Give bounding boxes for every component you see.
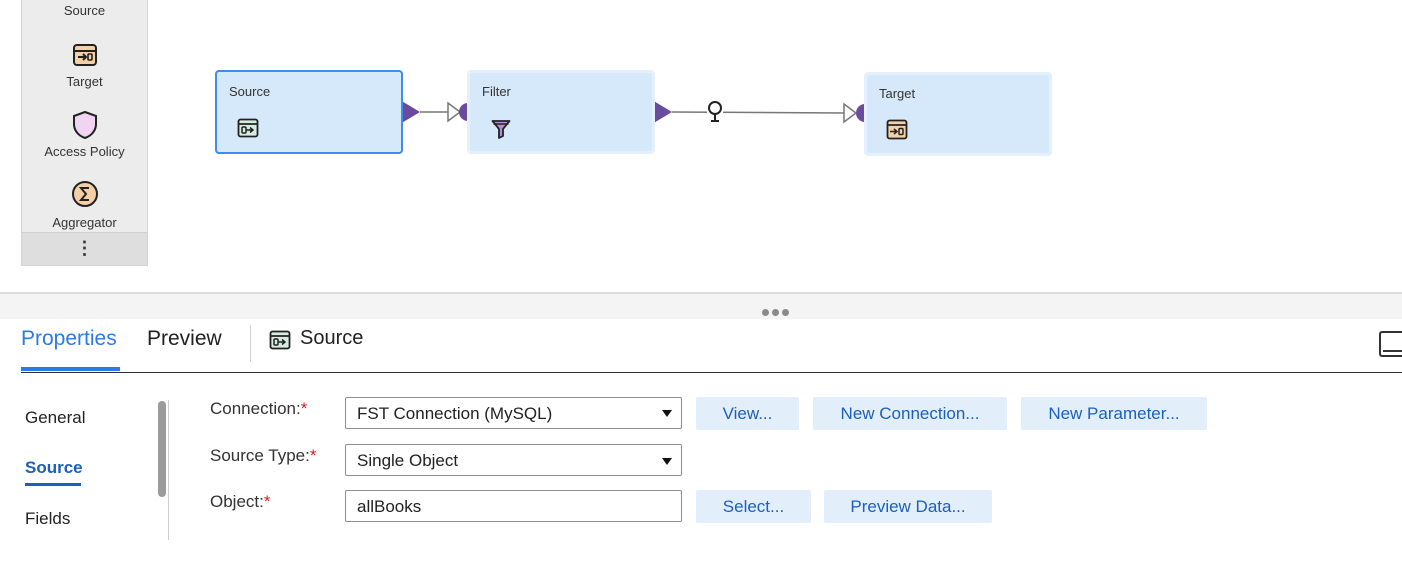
nav-item-source[interactable]: Source [25, 458, 83, 486]
tab-divider [250, 325, 251, 362]
view-button[interactable]: View... [696, 397, 799, 430]
properties-tab-bar: Properties Preview Source [21, 319, 1402, 373]
node-target[interactable]: Target [864, 72, 1052, 156]
source-type-value: Single Object [357, 451, 459, 470]
connection-select[interactable]: FST Connection (MySQL) [345, 397, 682, 429]
funnel-icon [491, 120, 511, 139]
lightbulb-icon[interactable] [707, 100, 723, 122]
panel-layout-icon[interactable] [1379, 331, 1402, 357]
sigma-icon [71, 181, 98, 207]
palette-item-access-policy[interactable]: Access Policy [22, 110, 147, 162]
preview-data-button[interactable]: Preview Data... [824, 490, 992, 523]
source-icon [237, 118, 259, 138]
object-field[interactable]: allBooks [345, 490, 682, 522]
node-source[interactable]: Source [215, 70, 403, 154]
palette-item-aggregator[interactable]: Aggregator [22, 180, 147, 232]
connection-label: Connection:* [210, 399, 308, 418]
side-nav-scrollbar[interactable] [158, 401, 166, 497]
panel-splitter[interactable] [0, 292, 1402, 319]
new-connection-button[interactable]: New Connection... [813, 397, 1007, 430]
node-title: Filter [482, 84, 511, 99]
tab-properties[interactable]: Properties [21, 327, 117, 350]
node-title: Source [229, 84, 271, 99]
select-button[interactable]: Select... [696, 490, 811, 523]
new-parameter-button[interactable]: New Parameter... [1021, 397, 1207, 430]
mapping-canvas[interactable]: Source Filter Target [150, 0, 1402, 292]
source-type-label: Source Type:* [210, 446, 317, 465]
palette-item-label: Target [66, 74, 103, 89]
object-value: allBooks [357, 497, 422, 516]
chevron-down-icon [662, 410, 672, 417]
source-type-select[interactable]: Single Object [345, 444, 682, 476]
input-port-arrow [447, 101, 462, 123]
palette-item-source[interactable]: Source [22, 3, 147, 18]
palette-item-label: Source [63, 3, 106, 18]
palette-item-label: Access Policy [44, 144, 125, 159]
node-title: Target [879, 86, 916, 101]
object-label: Object:* [210, 492, 271, 511]
transformation-palette: Source Target Access Policy Aggregator ⋮ [21, 0, 148, 266]
node-filter[interactable]: Filter [467, 70, 655, 154]
palette-item-target[interactable]: Target [22, 40, 147, 92]
selected-object-title: Source [300, 327, 364, 349]
output-port-arrow[interactable] [652, 100, 672, 124]
target-icon [886, 119, 908, 140]
source-icon [269, 330, 291, 350]
palette-item-label: Aggregator [52, 215, 117, 230]
section-divider [168, 400, 169, 540]
palette-more-button[interactable]: ⋮ [22, 232, 147, 265]
tab-preview[interactable]: Preview [147, 327, 222, 350]
link-line[interactable] [671, 111, 845, 114]
shield-icon [72, 110, 97, 140]
output-port-arrow[interactable] [400, 100, 420, 124]
connection-value: FST Connection (MySQL) [357, 404, 553, 423]
nav-item-general[interactable]: General [25, 408, 86, 427]
drag-handle-icon[interactable] [762, 303, 796, 316]
target-icon [72, 44, 97, 66]
chevron-down-icon [662, 458, 672, 465]
nav-item-fields[interactable]: Fields [25, 509, 71, 528]
input-port-arrow [843, 102, 858, 124]
active-tab-indicator [21, 367, 120, 371]
